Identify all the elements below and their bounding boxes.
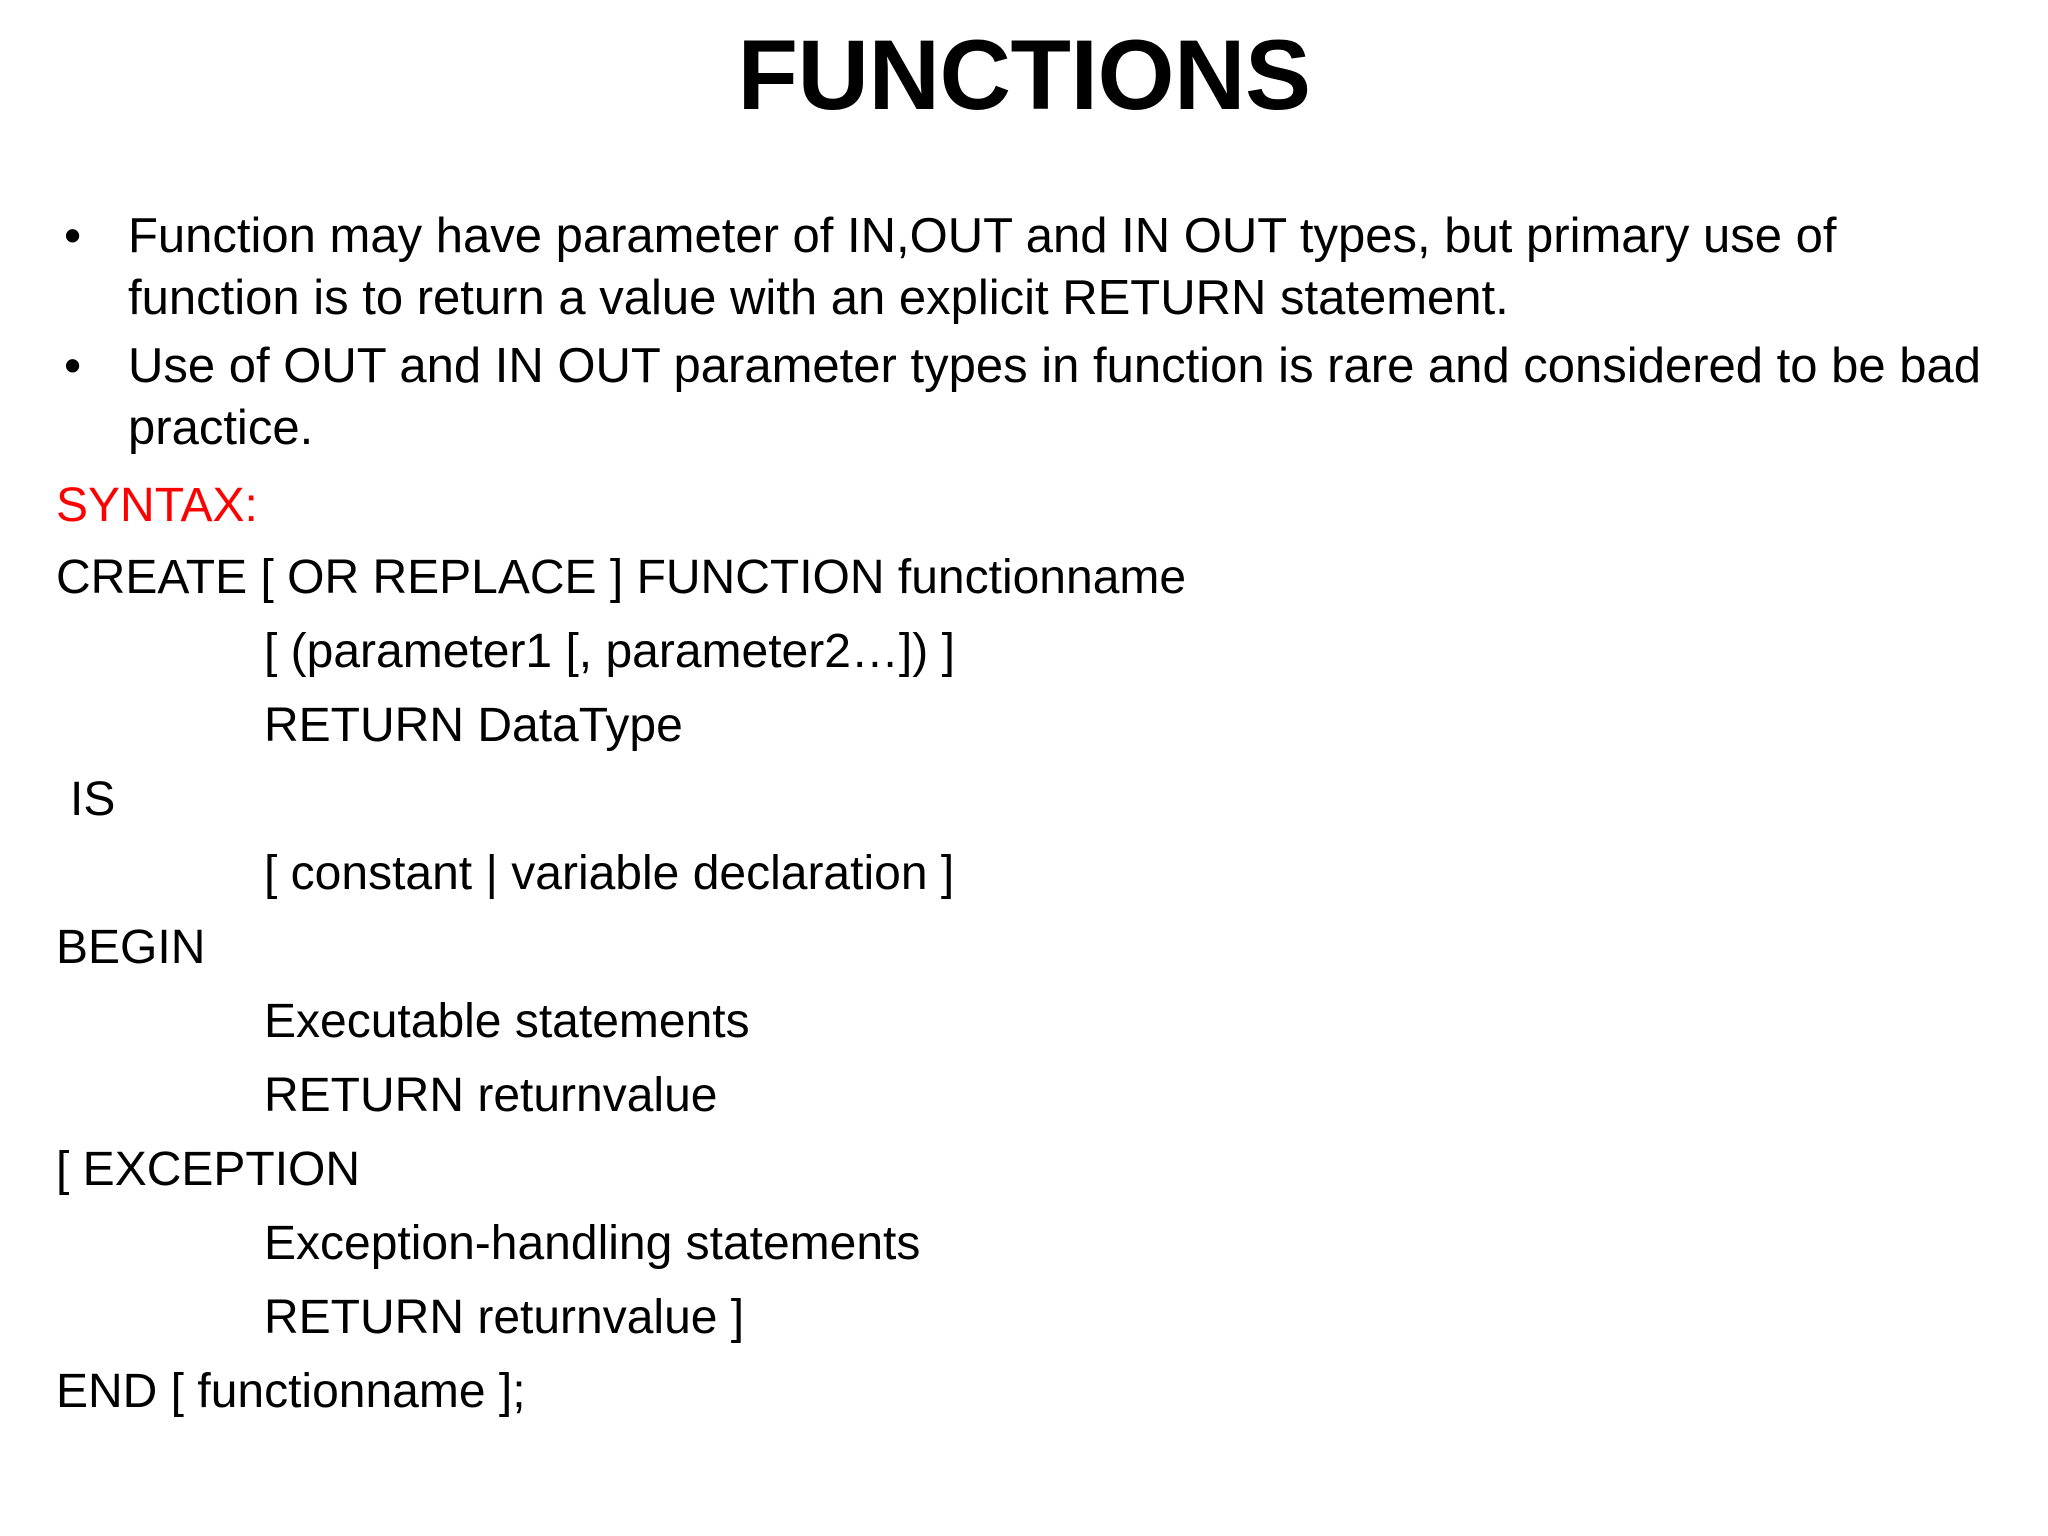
bullet-item-text: Function may have parameter of IN,OUT an… xyxy=(128,209,1837,325)
syntax-line: [ (parameter1 [, parameter2…]) ] xyxy=(264,625,955,678)
syntax-line: CREATE [ OR REPLACE ] FUNCTION functionn… xyxy=(56,551,1187,604)
bullet-point-icon: • xyxy=(64,339,82,393)
syntax-heading: SYNTAX: xyxy=(56,479,258,532)
bullet-item: • Function may have parameter of IN,OUT … xyxy=(56,205,2016,329)
slide-body: • Function may have parameter of IN,OUT … xyxy=(56,205,2016,1429)
syntax-line: RETURN DataType xyxy=(264,699,683,752)
syntax-line: [ constant | variable declaration ] xyxy=(264,847,955,900)
syntax-line: RETURN returnvalue ] xyxy=(264,1291,745,1344)
syntax-line: IS xyxy=(70,773,116,826)
syntax-line: Executable statements xyxy=(264,995,750,1048)
syntax-code-block: CREATE [ OR REPLACE ] FUNCTION functionn… xyxy=(56,541,2016,1429)
bullet-item: • Use of OUT and IN OUT parameter types … xyxy=(56,335,2016,459)
slide-title: FUNCTIONS xyxy=(737,19,1311,130)
syntax-line: BEGIN xyxy=(56,921,206,974)
syntax-line: END [ functionname ]; xyxy=(56,1365,526,1418)
syntax-line: Exception-handling statements xyxy=(264,1217,921,1270)
bullet-item-text: Use of OUT and IN OUT parameter types in… xyxy=(128,339,1981,455)
syntax-line: RETURN returnvalue xyxy=(264,1069,718,1122)
syntax-line: [ EXCEPTION xyxy=(56,1143,361,1196)
bullet-point-icon: • xyxy=(64,209,82,263)
